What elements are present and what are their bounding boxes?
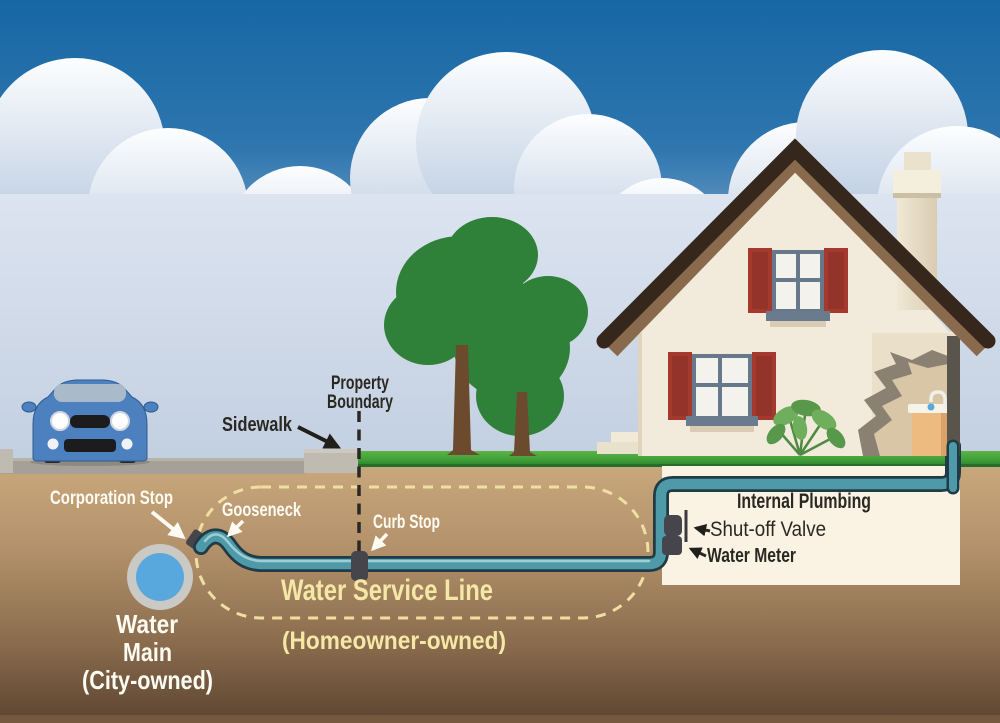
property-boundary-label-line1: Property <box>331 373 389 394</box>
car-mirror-right <box>143 401 159 413</box>
soil-bottom-strip <box>0 715 1000 723</box>
car-grille-lower <box>64 439 116 452</box>
porch-step-upper <box>611 432 638 443</box>
house-wall-corner-shade <box>638 332 642 456</box>
car-foglight-left <box>47 438 59 450</box>
sidewalk-label: Sidewalk <box>222 414 293 436</box>
window-sill <box>766 311 830 321</box>
grass-shadow-line <box>358 464 1000 467</box>
label-arrows <box>150 425 711 559</box>
plant <box>766 399 846 457</box>
car-headlight-right <box>110 411 130 431</box>
tree-trunk-large <box>447 345 480 455</box>
water-service-line-label: Water Service Line <box>281 574 493 607</box>
roof <box>596 138 996 349</box>
shut-off-valve-label: Shut-off Valve <box>710 518 826 541</box>
tree-canopy <box>384 217 588 436</box>
service-line-ownership-ellipse <box>194 485 650 620</box>
sidewalk-top-light <box>304 449 360 453</box>
sidewalk-arrow <box>297 425 342 449</box>
homeowner-owned-label: (Homeowner-owned) <box>282 627 506 655</box>
corporation-stop-arrow <box>150 510 186 540</box>
water-drop <box>927 403 935 411</box>
property-boundary-label-line2: Boundary <box>327 392 393 413</box>
road <box>0 458 306 474</box>
porch-step-lower <box>597 442 638 454</box>
gooseneck-label: Gooseneck <box>222 500 301 521</box>
shut-off-valve-fitting <box>664 510 688 542</box>
gable-wall <box>640 152 950 333</box>
road-edge <box>0 458 306 461</box>
water-service-pipe <box>193 438 961 572</box>
water-main-label-line2: Main <box>123 637 172 667</box>
roof-inner-band <box>606 151 988 357</box>
shut-off-valve-arrow <box>693 523 711 537</box>
car-mirror-left <box>21 401 37 413</box>
water-meter-label: Water Meter <box>707 545 796 567</box>
upper-window <box>748 248 848 327</box>
curb-stop-label: Curb Stop <box>373 512 440 533</box>
curb-stop-arrow <box>370 532 389 552</box>
faucet <box>929 390 947 409</box>
water-meter-arrow <box>688 547 707 559</box>
car-headlight-left <box>50 411 70 431</box>
corporation-stop-label: Corporation Stop <box>50 488 173 509</box>
car <box>21 379 159 466</box>
car-windshield <box>54 384 126 402</box>
car-foglight-right <box>121 438 133 450</box>
curb-stop-fitting <box>351 551 368 581</box>
house-right-wall-edge <box>947 336 960 456</box>
window-sill <box>686 416 758 426</box>
internal-plumbing-label: Internal Plumbing <box>737 490 871 513</box>
water-meter-fitting <box>662 536 682 555</box>
labels: Sidewalk Property Boundary Corporation S… <box>50 373 871 695</box>
sink <box>908 390 953 456</box>
car-grille-upper <box>70 415 110 428</box>
pipe-highlight <box>203 533 651 563</box>
water-main-label-line1: Water <box>116 609 178 639</box>
water-main-label-line3: (City-owned) <box>82 665 213 695</box>
trees <box>384 217 588 456</box>
water-main <box>127 544 193 610</box>
tree-trunk-small <box>509 392 537 456</box>
lower-window <box>668 352 776 432</box>
left-curb <box>0 449 13 473</box>
house <box>596 138 996 456</box>
gooseneck-arrow <box>226 519 245 538</box>
